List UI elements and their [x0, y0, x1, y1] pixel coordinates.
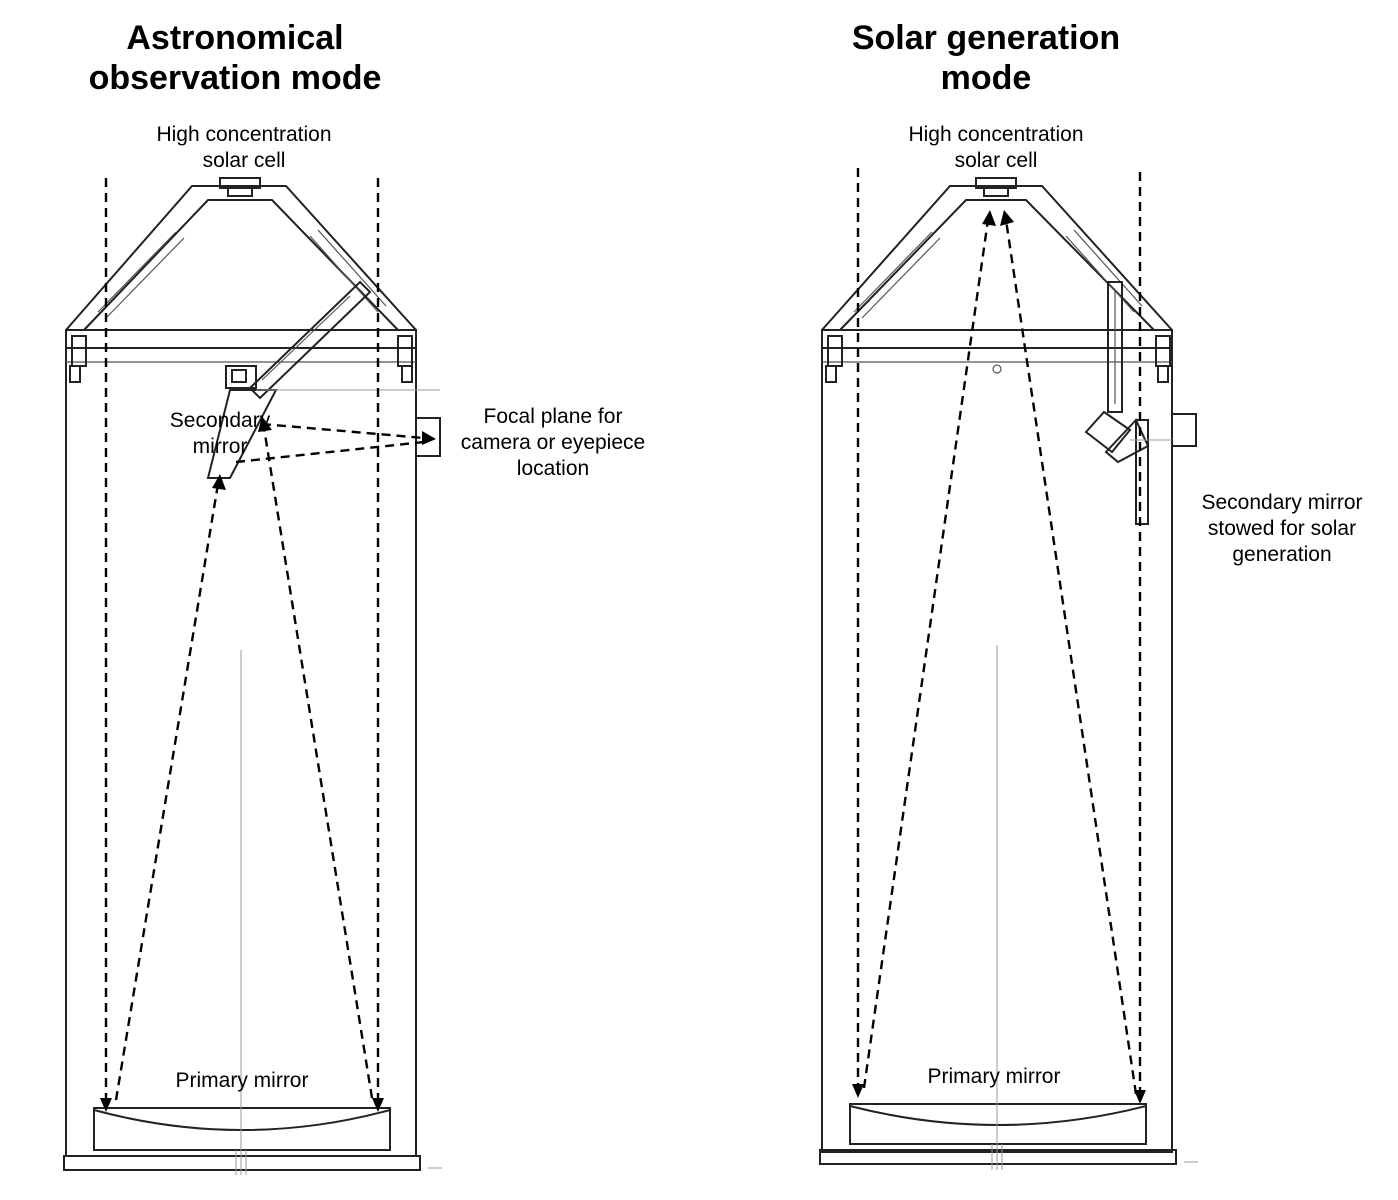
- left-panel-title: Astronomical observation mode: [88, 19, 382, 97]
- focal-plane-label: Focal plane for camera or eyepiece locat…: [460, 405, 646, 480]
- solar-generation-panel: Solar generation mode High concentration…: [760, 0, 1398, 1200]
- right-primary-mirror: [849, 1103, 1147, 1145]
- left-telescope-drawing: [63, 177, 442, 1175]
- left-primary-mirror-label: Primary mirror: [175, 1069, 309, 1092]
- left-primary-mirror: [93, 1107, 391, 1151]
- right-top-ring: [821, 329, 1173, 349]
- right-spider-frame: [821, 185, 1173, 331]
- left-reflected-ray-2: [262, 427, 374, 1099]
- right-primary-mirror-label: Primary mirror: [927, 1065, 1061, 1088]
- right-focuser: [1171, 413, 1197, 447]
- left-reflected-ray-1: [114, 483, 220, 1101]
- stowed-secondary-mirror-label: Secondary mirror stowed for solar genera…: [1201, 491, 1363, 566]
- left-top-ring: [65, 329, 417, 349]
- right-panel-title: Solar generation mode: [851, 19, 1121, 97]
- left-secondary-arm: [248, 280, 372, 400]
- left-spider-frame: [65, 185, 417, 331]
- astronomical-observation-panel: Astronomical observation mode High conce…: [63, 19, 646, 1175]
- right-reflected-ray-1: [862, 219, 990, 1089]
- right-stowed-arm: [1107, 281, 1123, 413]
- right-stowed-holder: [1084, 410, 1132, 454]
- left-solar-cell-label: High concentration solar cell: [156, 123, 332, 172]
- right-telescope-drawing: [819, 168, 1198, 1170]
- right-reflected-ray-2: [1004, 219, 1138, 1095]
- right-solar-cell-label: High concentration solar cell: [908, 123, 1084, 172]
- right-stowed-secondary-mirror: [1135, 419, 1149, 525]
- left-secondary-mirror-label: Secondary mirror: [169, 409, 271, 458]
- left-focus-ray-1: [261, 422, 425, 440]
- left-focus-ray-2: [235, 440, 425, 464]
